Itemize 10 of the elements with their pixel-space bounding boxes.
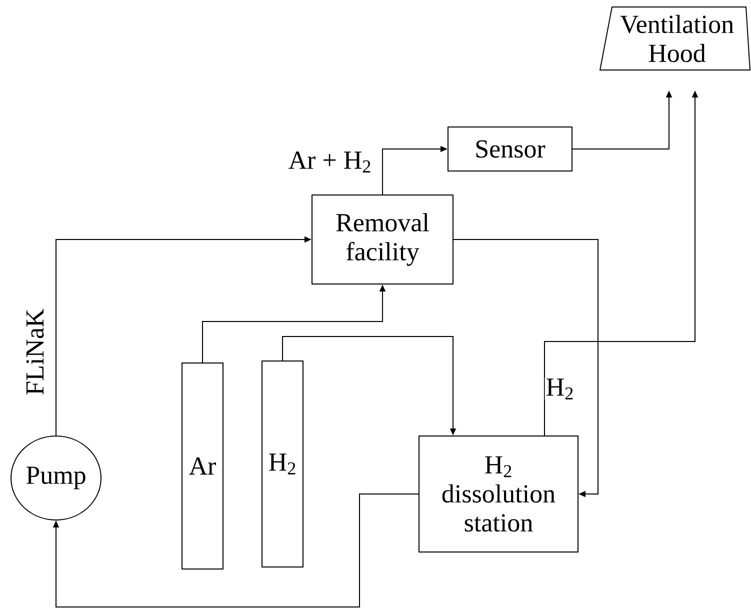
process-box: Sensor — [448, 126, 572, 172]
process-box: Removal facility — [312, 194, 454, 284]
process-box: H$_{2}$ dissolution station — [418, 436, 578, 552]
gas-cylinder: Ar — [182, 362, 224, 570]
edge-label: H$_{2}$ — [544, 378, 576, 400]
gas-cylinder: H$_{2}$ — [262, 360, 304, 568]
arrow — [453, 239, 598, 498]
arrow — [52, 494, 419, 608]
edge-label: FLiNaK — [25, 308, 45, 396]
edge-label: Ar + H$_{2}$ — [287, 150, 373, 174]
